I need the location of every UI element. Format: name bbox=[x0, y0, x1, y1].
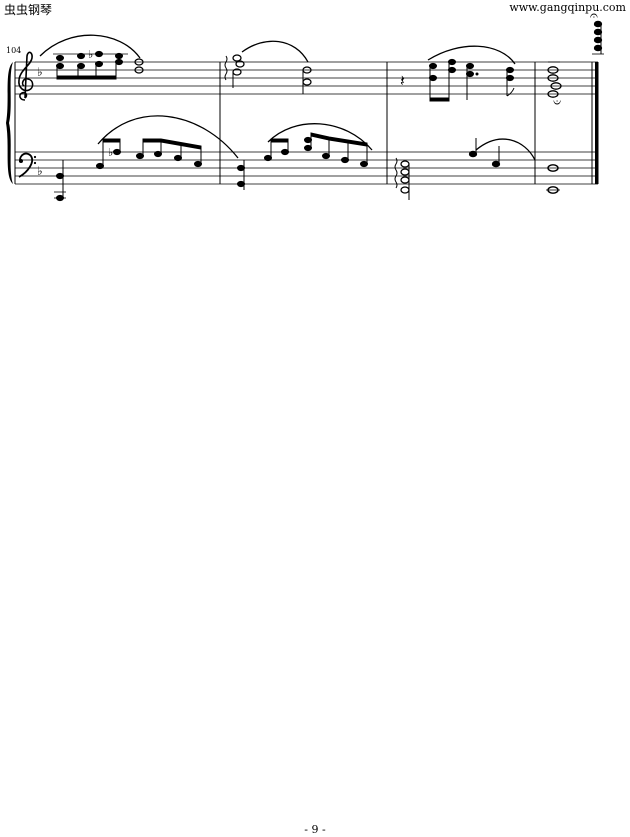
bass-m1-slur bbox=[97, 115, 239, 159]
treble-m4-notes bbox=[547, 20, 604, 98]
treble-m3-slur bbox=[427, 45, 516, 65]
page-number: - 9 - bbox=[304, 823, 326, 836]
treble-key-flat: ♭ bbox=[37, 65, 43, 79]
bass-staff bbox=[15, 151, 598, 185]
bass-m2-notes bbox=[237, 132, 368, 190]
treble-m4-fermata-above: 𝄐 bbox=[590, 8, 598, 24]
treble-m2-notes bbox=[224, 54, 312, 94]
treble-m2-slur bbox=[241, 40, 309, 63]
bass-key-flat: ♭ bbox=[37, 164, 43, 178]
grand-staff-brace bbox=[6, 62, 13, 184]
treble-clef-icon bbox=[18, 51, 34, 101]
barlines bbox=[219, 62, 536, 184]
treble-m1-slur bbox=[39, 34, 141, 59]
treble-m1-accidental-flat: ♭ bbox=[88, 48, 93, 61]
bass-m2-slur bbox=[267, 123, 373, 151]
bass-m1-accidental-flat: ♭ bbox=[108, 146, 113, 159]
bass-clef-icon bbox=[18, 152, 37, 178]
bass-m1-notes bbox=[54, 138, 202, 202]
treble-m4-fermata-below: 𝄐 bbox=[553, 94, 561, 110]
measure-number: 104 bbox=[6, 46, 22, 55]
bass-m3-notes bbox=[394, 138, 501, 200]
bass-m4-notes bbox=[546, 164, 560, 194]
site-name: 虫虫钢琴 bbox=[4, 3, 53, 17]
bass-m3-slur bbox=[475, 138, 536, 161]
site-url[interactable]: www.gangqinpu.com bbox=[509, 1, 626, 14]
treble-staff bbox=[15, 61, 598, 95]
treble-m3-rest: 𝄽 bbox=[400, 71, 405, 90]
treble-m3-notes bbox=[429, 58, 515, 102]
final-barline bbox=[591, 62, 599, 184]
treble-m1-notes bbox=[53, 50, 144, 80]
